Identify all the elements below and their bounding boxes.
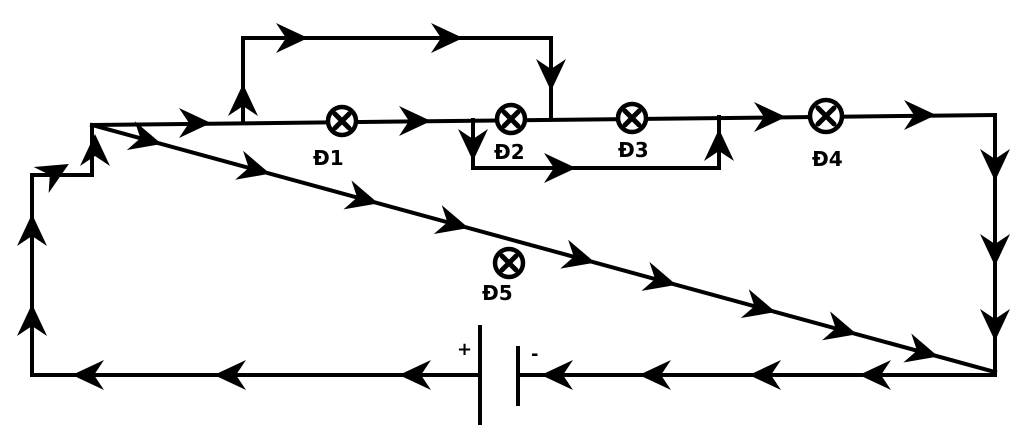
wire-bottom-left xyxy=(30,123,482,377)
lamp-label-d2: Đ2 xyxy=(494,140,525,164)
lamp-d4 xyxy=(807,97,845,135)
current-direction-arrow-icon xyxy=(980,234,1010,266)
current-direction-arrow-icon xyxy=(541,360,573,390)
current-direction-arrow-icon xyxy=(235,150,270,180)
current-direction-arrow-icon xyxy=(641,261,677,291)
current-direction-arrow-icon xyxy=(704,129,734,161)
battery: + - xyxy=(457,325,538,425)
current-arrows xyxy=(17,23,1010,390)
current-direction-arrow-icon xyxy=(980,149,1010,181)
current-direction-arrow-icon xyxy=(903,333,939,363)
lamp-label-d3: Đ3 xyxy=(618,138,649,162)
wire-diagonal xyxy=(89,122,998,375)
current-direction-arrow-icon xyxy=(276,23,308,53)
lamp-d5 xyxy=(492,246,526,280)
current-direction-arrow-icon xyxy=(343,180,379,210)
current-direction-arrow-icon xyxy=(228,84,258,116)
lamp-d1 xyxy=(325,104,359,138)
current-direction-arrow-icon xyxy=(80,134,110,166)
current-direction-arrow-icon xyxy=(458,129,488,161)
lamp-d2 xyxy=(494,102,528,136)
wire-top-main xyxy=(89,112,998,128)
current-direction-arrow-icon xyxy=(749,360,781,390)
current-direction-arrow-icon xyxy=(431,23,463,53)
current-direction-arrow-icon xyxy=(740,289,776,319)
wires xyxy=(30,36,998,377)
current-direction-arrow-icon xyxy=(399,360,431,390)
current-direction-arrow-icon xyxy=(72,360,104,390)
current-direction-arrow-icon xyxy=(904,100,936,130)
current-direction-arrow-icon xyxy=(980,309,1010,341)
current-direction-arrow-icon xyxy=(544,153,576,183)
lamp-d3 xyxy=(615,101,649,135)
battery-positive-label: + xyxy=(457,339,472,360)
current-direction-arrow-icon xyxy=(560,239,596,269)
current-direction-arrow-icon xyxy=(126,121,162,151)
current-direction-arrow-icon xyxy=(179,108,211,138)
current-direction-arrow-icon xyxy=(754,102,786,132)
current-direction-arrow-icon xyxy=(399,106,431,136)
lamp-label-d1: Đ1 xyxy=(313,146,344,170)
lamp-label-d5: Đ5 xyxy=(482,281,513,305)
current-direction-arrow-icon xyxy=(33,164,69,193)
current-direction-arrow-icon xyxy=(639,360,671,390)
current-direction-arrow-icon xyxy=(536,59,566,91)
current-direction-arrow-icon xyxy=(214,360,246,390)
current-direction-arrow-icon xyxy=(822,311,857,341)
current-direction-arrow-icon xyxy=(17,214,47,246)
current-direction-arrow-icon xyxy=(17,304,47,336)
battery-negative-label: - xyxy=(531,344,538,365)
current-direction-arrow-icon xyxy=(859,360,891,390)
current-direction-arrow-icon xyxy=(433,205,469,235)
wire-bottom-right xyxy=(516,113,997,377)
lamp-label-d4: Đ4 xyxy=(812,147,843,171)
